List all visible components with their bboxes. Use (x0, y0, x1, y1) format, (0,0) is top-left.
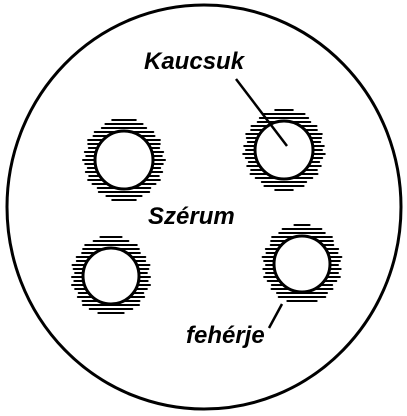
rubber-particle (83, 248, 139, 304)
protein-label: fehérje (186, 324, 265, 348)
serum-label: Szérum (148, 205, 235, 229)
protein-leader-line (269, 304, 282, 328)
rubber-particle (255, 121, 313, 179)
rubber-particle (274, 236, 330, 292)
rubber-label: Kaucsuk (144, 50, 244, 74)
rubber-particle (95, 131, 153, 189)
